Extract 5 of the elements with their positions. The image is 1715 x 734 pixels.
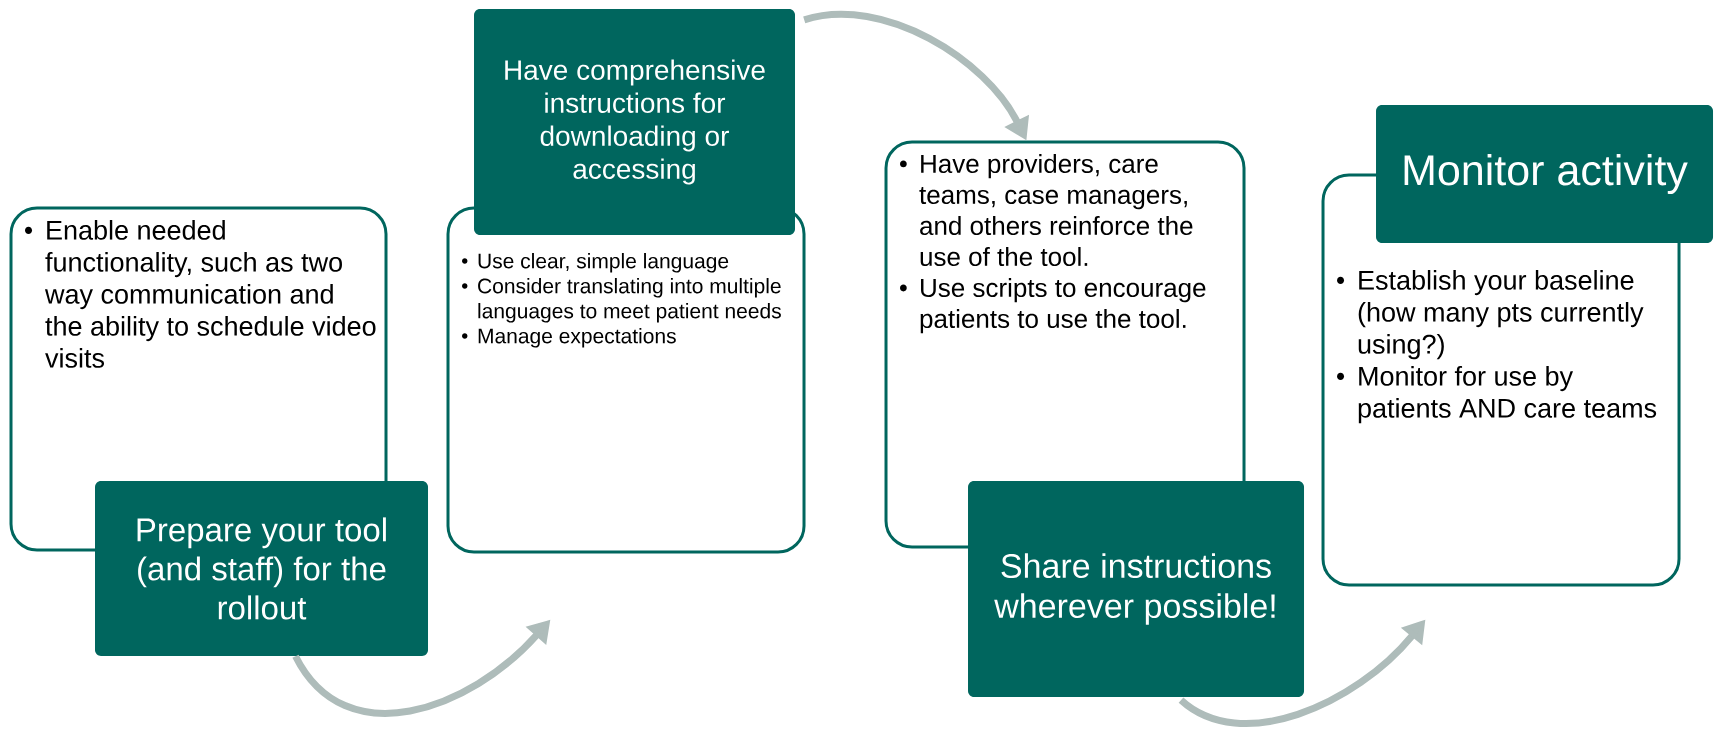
- title-box: Monitor activity: [1376, 105, 1713, 243]
- title-box: Share instructions wherever possible!: [968, 481, 1304, 697]
- title-box: Prepare your tool (and staff) for the rollout: [95, 481, 428, 656]
- title-box: Have comprehensive instructions for downloading or accessing: [474, 9, 795, 235]
- bullet-box: Use clear, simple language Consider translating into multiple languages to meet patient needs Manage expectations: [446, 206, 806, 554]
